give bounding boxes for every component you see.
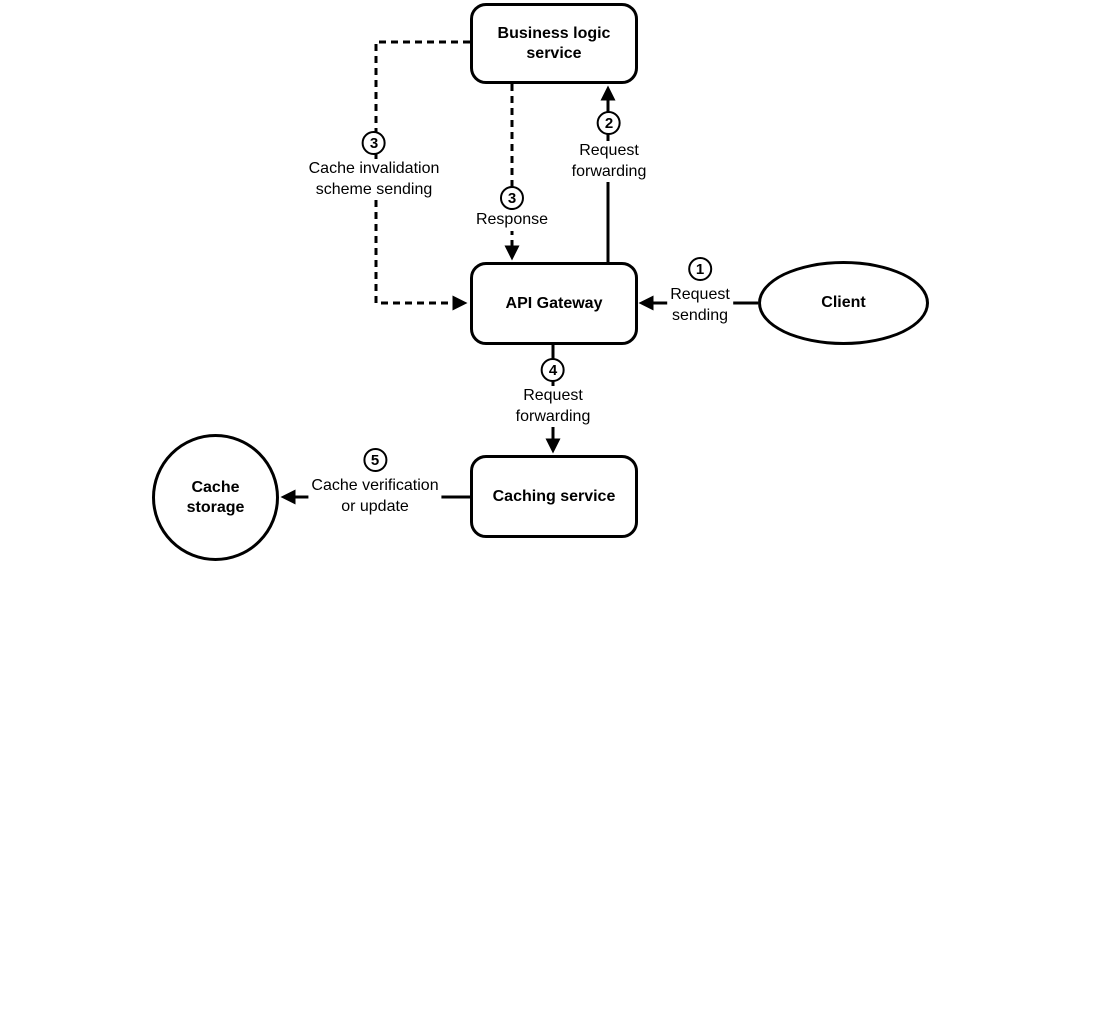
- step-badge-3-response: 3: [499, 186, 524, 210]
- step-badge-1: 1: [688, 257, 712, 281]
- edge-label-request-forwarding-up-text: Request forwarding: [568, 141, 650, 182]
- node-client-label: Client: [821, 294, 866, 311]
- node-client: Client: [758, 261, 929, 345]
- step-badge-5: 5: [362, 448, 387, 472]
- edge-label-request-sending-text: Request sending: [667, 285, 733, 326]
- edge-label-response-text: Response: [472, 210, 552, 231]
- edge-label-request-forwarding-down-text: Request forwarding: [512, 386, 594, 427]
- edge-cache-invalidation-line: [374, 40, 470, 311]
- edge-label-cache-invalidation-text: Cache invalidation scheme sending: [305, 159, 443, 200]
- edge-label-request-forwarding-up: 2 Request forwarding: [568, 111, 650, 182]
- step-badge-2: 2: [596, 111, 621, 135]
- node-api-gateway-label: API Gateway: [505, 294, 603, 312]
- step-badge-4: 4: [540, 358, 565, 382]
- node-cache-storage: Cache storage: [152, 434, 279, 561]
- edge-label-cache-verification-text: Cache verification or update: [308, 476, 442, 517]
- node-business-logic-label: Business logic service: [497, 24, 611, 62]
- edge-label-cache-verification: 5 Cache verification or update: [308, 448, 442, 517]
- node-api-gateway: API Gateway: [470, 262, 638, 345]
- node-caching-service: Caching service: [470, 455, 638, 538]
- edge-label-request-sending: 1 Request sending: [667, 257, 733, 326]
- edge-label-cache-invalidation: 3 Cache invalidation scheme sending: [305, 131, 443, 200]
- edge-label-request-forwarding-down: 4 Request forwarding: [512, 358, 594, 427]
- node-cache-storage-label: Cache storage: [186, 478, 245, 516]
- edge-label-response: 3 Response: [472, 186, 552, 231]
- node-business-logic-service: Business logic service: [470, 3, 638, 84]
- node-caching-service-label: Caching service: [492, 487, 616, 505]
- step-badge-3-invalidation: 3: [362, 131, 386, 155]
